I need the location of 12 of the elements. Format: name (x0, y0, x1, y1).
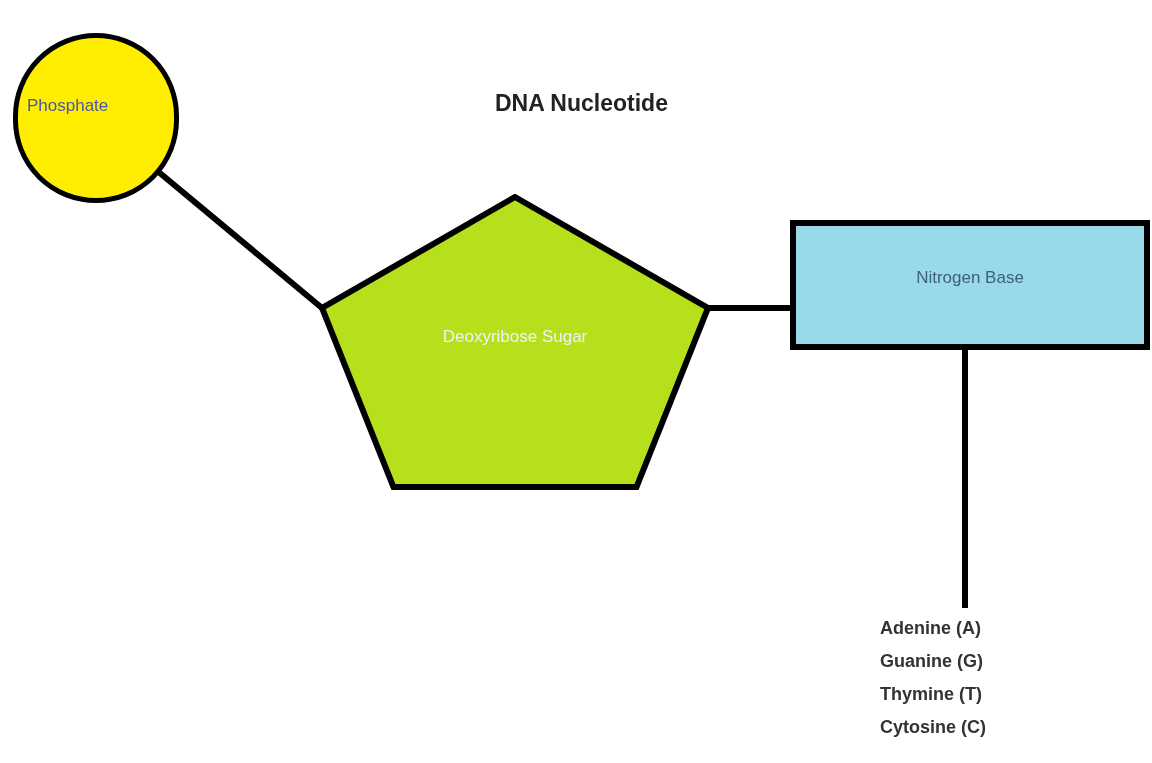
connector-line (708, 304, 790, 311)
base-list-item: Cytosine (C) (880, 716, 986, 739)
base-box (790, 220, 1150, 350)
diagram-title: DNA Nucleotide (495, 89, 668, 118)
base-list-item: Adenine (A) (880, 617, 981, 640)
connector-line (157, 170, 324, 311)
node-label: Phosphate (27, 95, 109, 118)
node-label: Nitrogen Base (916, 267, 1024, 290)
base-list-item: Guanine (G) (880, 650, 983, 673)
base-list-item: Thymine (T) (880, 683, 982, 706)
connector-line (962, 350, 968, 608)
node-label: Deoxyribose Sugar (442, 326, 588, 349)
